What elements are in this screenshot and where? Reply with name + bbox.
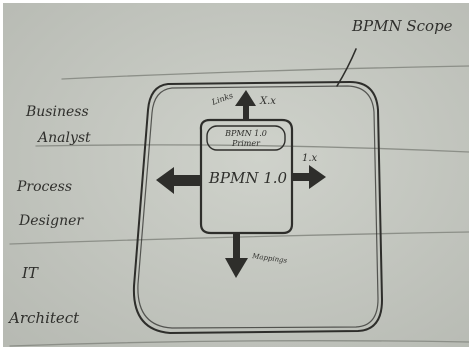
lane-label-designer: Designer bbox=[18, 213, 84, 229]
whiteboard-surface bbox=[3, 3, 469, 347]
lane-rule-line bbox=[9, 340, 469, 347]
bpmn-center-title: BPMN 1.0 bbox=[208, 169, 288, 187]
arrow-right-version: 1.x bbox=[302, 153, 318, 164]
arrow-up-version: X.x bbox=[259, 96, 276, 107]
scope-box-retrace bbox=[137, 85, 379, 329]
lane-label-business: Business bbox=[25, 104, 89, 120]
lane-rule-line bbox=[61, 65, 469, 80]
arrow-left bbox=[156, 167, 201, 194]
lane-label-analyst: Analyst bbox=[36, 130, 91, 146]
lane-rule-line bbox=[35, 144, 469, 153]
primer-badge-line2: Primer bbox=[231, 139, 261, 148]
primer-badge-line1: BPMN 1.0 bbox=[224, 129, 267, 138]
lane-label-process: Process bbox=[16, 179, 72, 195]
lane-label-architect: Architect bbox=[7, 309, 80, 327]
arrow-down bbox=[225, 233, 248, 278]
scope-label: BPMN Scope bbox=[351, 17, 453, 35]
arrow-right bbox=[292, 165, 326, 189]
primer-badge bbox=[206, 125, 286, 151]
arrow-up bbox=[235, 90, 256, 121]
bpmn-center-box bbox=[199, 118, 294, 235]
lane-label-it: IT bbox=[21, 264, 39, 282]
scope-box bbox=[132, 81, 383, 334]
